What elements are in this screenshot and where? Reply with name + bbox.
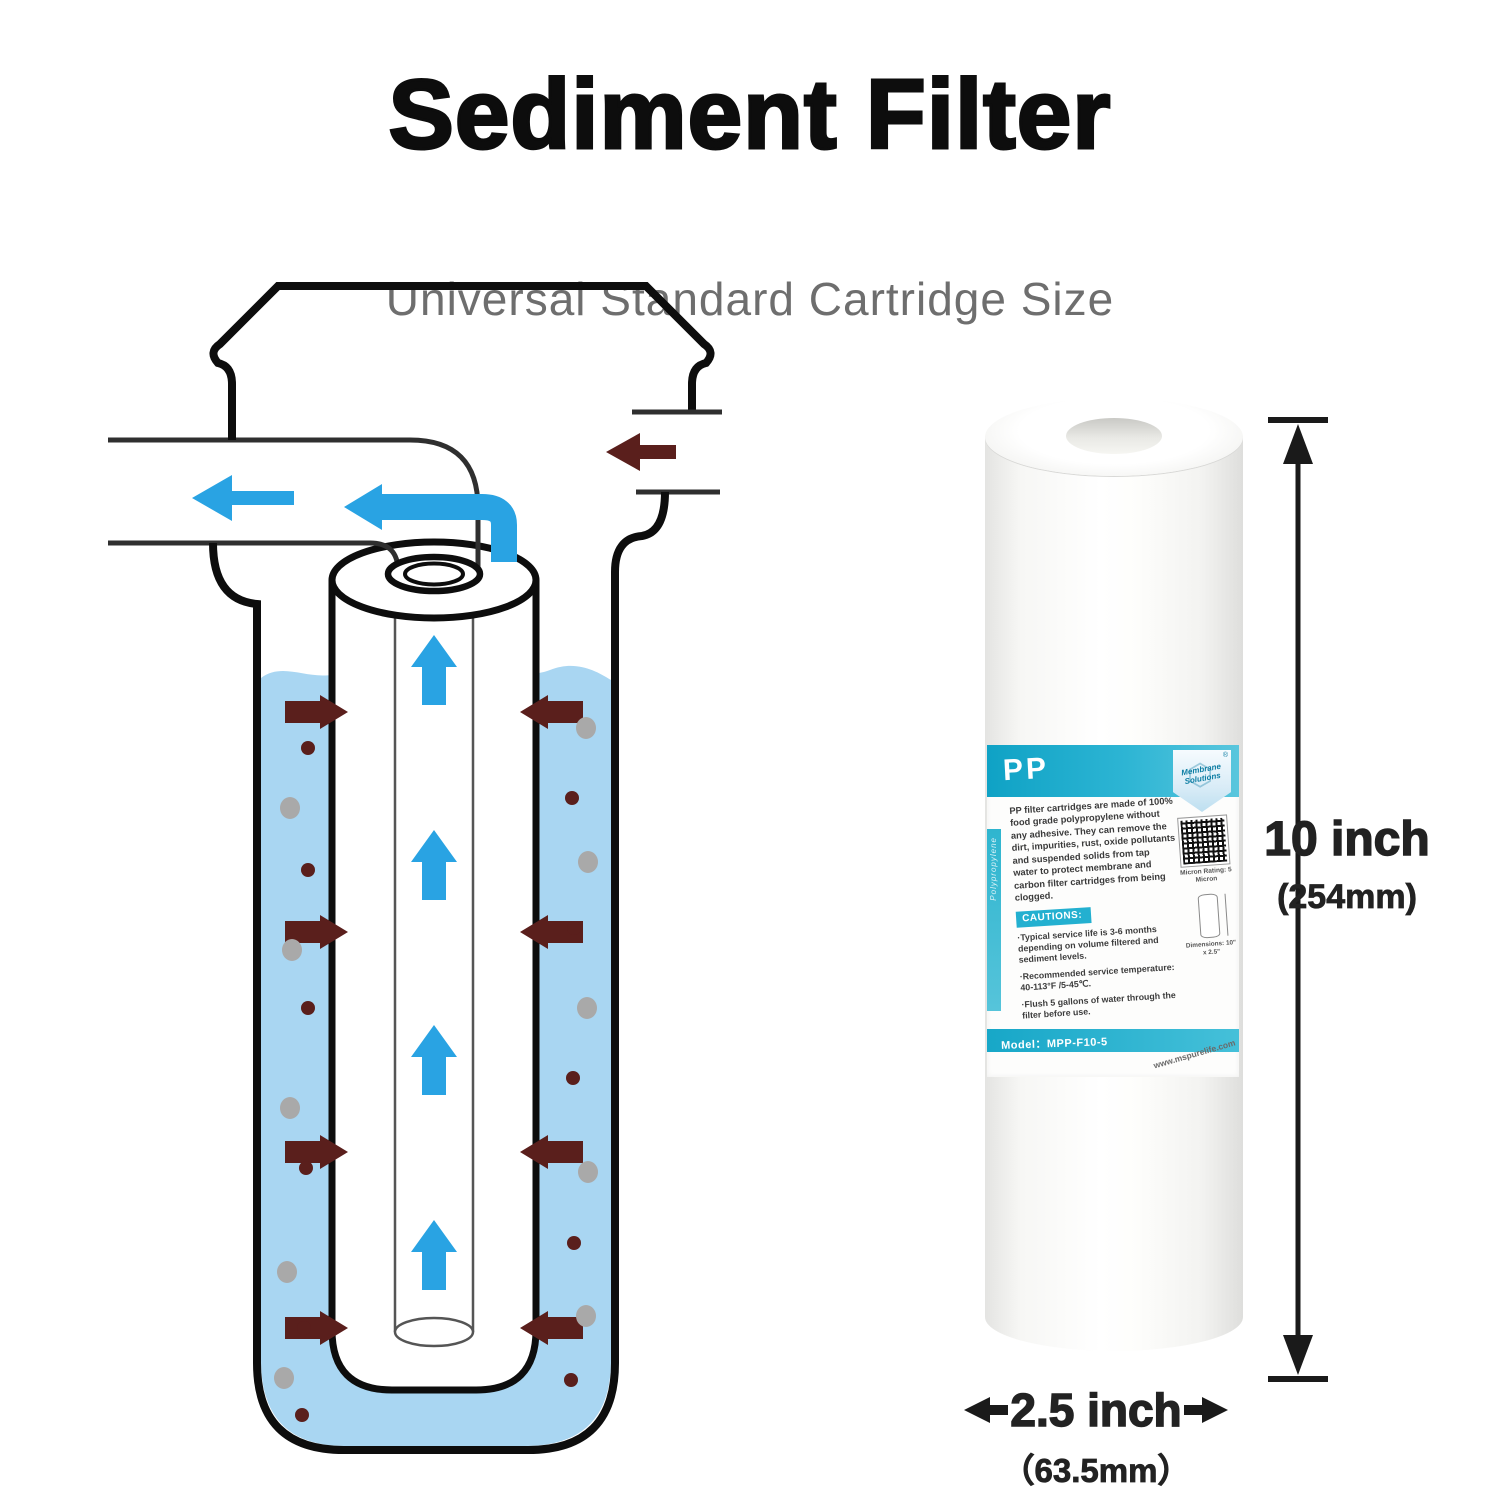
height-dimension-line (1268, 417, 1328, 1382)
cartridge-dimension-icon (1197, 893, 1221, 940)
arrow-left-icon (964, 1397, 1009, 1423)
product-description: PP filter cartridges are made of 100% fo… (1009, 795, 1176, 903)
upward-flow-arrows (411, 635, 457, 1290)
caution-item: ·Flush 5 gallons of water through the fi… (1021, 989, 1176, 1021)
cartridge-product-image: PP ⬡ ® Membrane Solutions Polypropylene … (985, 398, 1243, 1375)
housing-bowl-outline (209, 491, 669, 1454)
height-metric-value: (254mm) (1277, 878, 1418, 917)
inlet-pipe-stubs (632, 409, 722, 495)
left-infiltration-arrows (285, 695, 348, 1345)
right-infiltration-arrows (520, 695, 583, 1345)
elbow-flow-arrow (344, 484, 517, 562)
sediment-particles-brown (295, 741, 581, 1422)
caution-item: ·Typical service life is 3-6 months depe… (1017, 923, 1159, 966)
housing-cap-outline (209, 282, 715, 440)
core-opening-rings (384, 553, 484, 595)
label-side-text: Polypropylene (989, 837, 998, 901)
width-metric-value: （63.5mm） (1001, 1452, 1191, 1490)
label-right-column: Micron Rating: 5 Micron Dimensions: 10" … (1176, 814, 1238, 958)
dimensions-caption: Dimensions: 10" x 2.5" (1185, 939, 1237, 957)
width-dimension-line: 2.5 inch (964, 1382, 1228, 1438)
cartridge-cutaway-body (328, 580, 540, 1394)
height-value: 10 inch (1264, 812, 1431, 867)
arrow-right-icon (1183, 1397, 1228, 1423)
page-title: Sediment Filter (387, 58, 1112, 171)
cartridge-core-tube (393, 610, 475, 1348)
label-side-strip: Polypropylene (987, 829, 1001, 1011)
qr-code-icon (1177, 814, 1231, 868)
product-code: PP (1002, 751, 1050, 788)
cautions-heading: CAUTIONS: (1015, 906, 1092, 928)
cartridge-label: PP ⬡ ® Membrane Solutions Polypropylene … (987, 745, 1239, 1077)
inlet-flow-arrow (606, 433, 676, 471)
micron-rating-caption: Micron Rating: 5 Micron (1179, 866, 1232, 884)
page-subtitle: Universal Standard Cartridge Size (385, 273, 1115, 325)
hexagon-logo-icon: ⬡ (1187, 759, 1214, 792)
label-content: PP filter cartridges are made of 100% fo… (1009, 795, 1186, 1022)
filter-housing-cross-section-diagram (108, 282, 722, 1454)
registered-mark: ® (1222, 752, 1228, 759)
sediment-particles-gray (274, 717, 598, 1389)
brand-badge: ⬡ ® Membrane Solutions (1173, 750, 1231, 812)
caution-item: ·Recommended service temperature: 40-113… (1019, 961, 1175, 993)
model-band: Model：MPP-F10-5 (987, 1029, 1239, 1052)
width-value: 2.5 inch (1010, 1383, 1183, 1437)
outlet-flow-arrow (192, 475, 294, 521)
cartridge-core-hole (1066, 418, 1162, 454)
